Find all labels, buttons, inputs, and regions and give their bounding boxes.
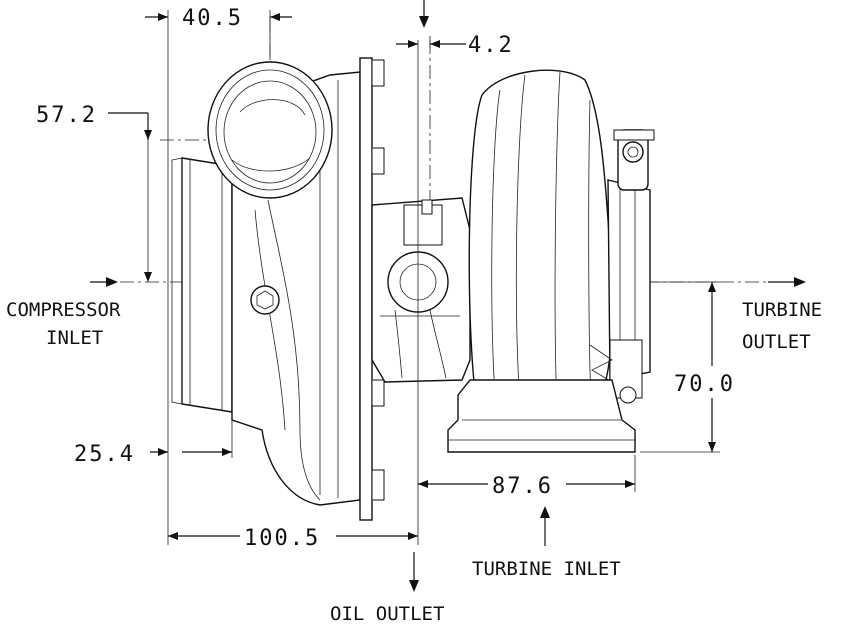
top-flow-arrow <box>419 16 429 28</box>
dimension-57-2: 57.2 <box>36 103 152 282</box>
extension-lines <box>147 10 720 545</box>
oil-outlet-arrow <box>409 580 419 592</box>
compressor-housing <box>171 57 385 521</box>
dim-value-4-2: 4.2 <box>468 33 514 58</box>
dimension-40-5: 40.5 <box>145 6 292 31</box>
dim-value-100-5: 100.5 <box>244 526 320 551</box>
dimension-87-6: 87.6 <box>418 474 635 499</box>
compressor-inlet-arrow <box>106 277 118 287</box>
dimension-25-4: 25.4 <box>74 442 232 467</box>
dimension-100-5: 100.5 <box>168 526 418 551</box>
turbine-inlet-label: TURBINE INLET <box>472 558 621 580</box>
dimension-4-2: 4.2 <box>396 33 514 58</box>
dimension-70-0: 70.0 <box>674 282 735 452</box>
dim-value-70-0: 70.0 <box>674 372 735 397</box>
flow-labels: COMPRESSOR INLET TURBINE OUTLET TURBINE … <box>6 299 822 625</box>
turbine-inlet-arrow <box>540 506 550 518</box>
dim-value-57-2: 57.2 <box>36 103 97 128</box>
center-housing <box>371 197 471 383</box>
compressor-inlet-label-line1: COMPRESSOR <box>6 299 121 321</box>
oil-outlet-label: OIL OUTLET <box>330 603 444 625</box>
compressor-inlet-label-line2: INLET <box>46 327 103 349</box>
turbine-outlet-label-line1: TURBINE <box>742 299 822 321</box>
dim-value-40-5: 40.5 <box>182 6 243 31</box>
turbine-outlet-arrow <box>794 277 806 287</box>
turbine-outlet-label-line2: OUTLET <box>742 331 811 353</box>
flow-arrows <box>90 0 806 592</box>
dim-value-25-4: 25.4 <box>74 442 135 467</box>
turbine-housing <box>447 69 655 453</box>
dim-value-87-6: 87.6 <box>492 474 553 499</box>
